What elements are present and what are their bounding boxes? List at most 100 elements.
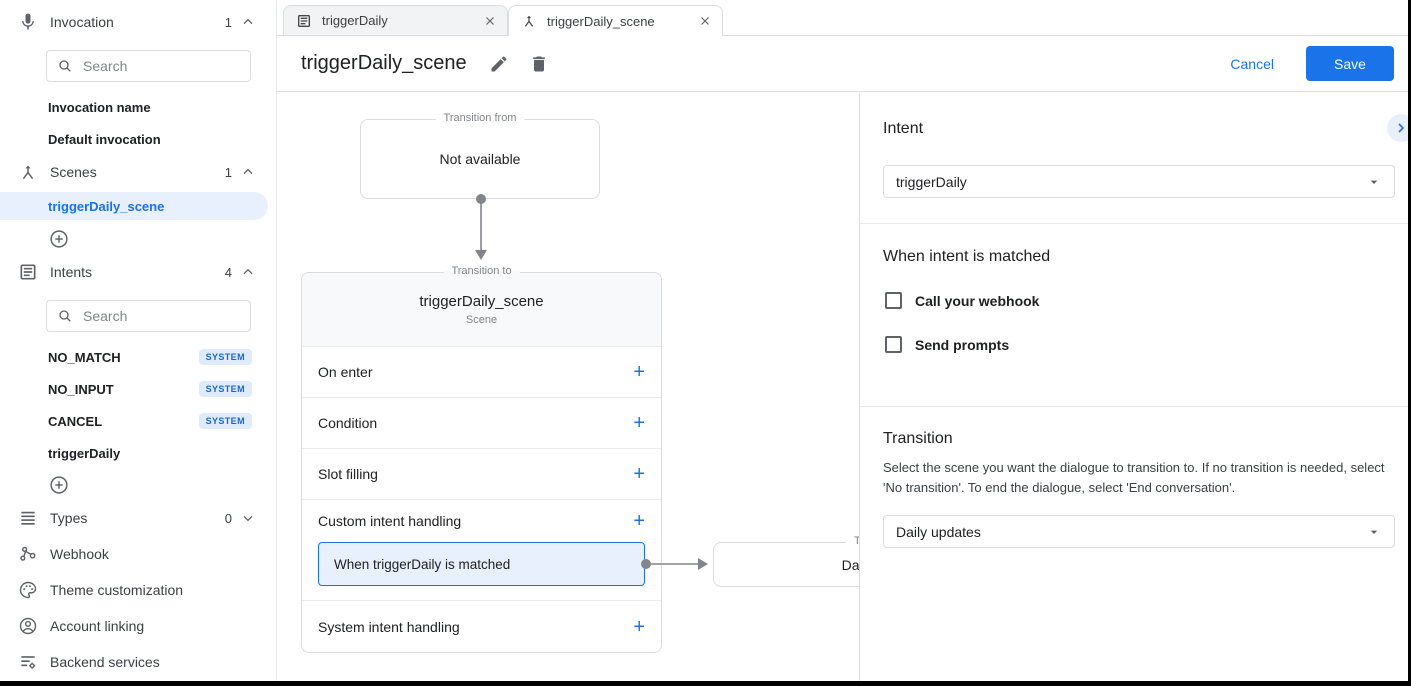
tab-label: triggerDaily: [322, 13, 388, 28]
transition-heading: Transition: [883, 430, 953, 447]
send-prompts-checkbox-row[interactable]: Send prompts: [885, 336, 1009, 353]
intents-search-input[interactable]: [83, 308, 240, 324]
link-label: Backend services: [50, 654, 160, 670]
add-icon[interactable]: +: [633, 615, 645, 638]
row-slot-filling[interactable]: Slot filling +: [302, 449, 661, 500]
transition-select-value: Daily updates: [896, 523, 981, 540]
row-label: Custom intent handling: [318, 513, 462, 529]
add-icon[interactable]: +: [633, 463, 645, 485]
row-label: Condition: [318, 415, 378, 431]
item-label: NO_MATCH: [48, 349, 121, 365]
intent-select[interactable]: triggerDaily: [883, 165, 1395, 198]
collapse-panel-button[interactable]: [1387, 114, 1411, 142]
item-label: Invocation name: [48, 99, 151, 115]
sidebar-section-intents[interactable]: Intents 4: [0, 258, 276, 286]
call-webhook-checkbox-row[interactable]: Call your webhook: [885, 292, 1039, 309]
sidebar-section-types[interactable]: Types 0: [0, 504, 276, 532]
intents-icon: [18, 262, 38, 282]
chevron-up-icon: [240, 14, 256, 30]
delete-icon[interactable]: [529, 54, 549, 74]
sidebar-item-no-input[interactable]: NO_INPUT SYSTEM: [0, 376, 276, 402]
checkbox-unchecked[interactable]: [885, 336, 902, 353]
edit-icon[interactable]: [489, 54, 509, 74]
system-badge: SYSTEM: [198, 381, 252, 397]
sidebar-item-backend-services[interactable]: Backend services: [0, 648, 276, 676]
link-label: Theme customization: [50, 582, 184, 598]
sidebar-item-triggerdaily-scene[interactable]: triggerDaily_scene: [0, 192, 276, 220]
section-label: Scenes: [50, 164, 97, 180]
close-icon[interactable]: [483, 14, 497, 28]
intent-panel: Intent triggerDaily When intent is match…: [860, 93, 1411, 681]
sidebar-item-invocation-name[interactable]: Invocation name: [0, 94, 276, 120]
row-label: On enter: [318, 364, 373, 380]
checkbox-label: Send prompts: [915, 336, 1010, 353]
transition-select[interactable]: Daily updates: [883, 515, 1395, 548]
add-icon[interactable]: +: [633, 412, 645, 434]
tab-label: triggerDaily_scene: [547, 13, 655, 29]
palette-icon: [18, 580, 38, 600]
row-on-enter[interactable]: On enter +: [302, 347, 661, 398]
tab-strip: triggerDaily triggerDaily_scene: [277, 0, 1408, 36]
sidebar-item-triggerdaily[interactable]: triggerDaily: [0, 440, 276, 466]
scene-node-header: triggerDaily_scene Scene: [302, 273, 661, 347]
intents-search: [46, 300, 251, 332]
sidebar-item-theme-customization[interactable]: Theme customization: [0, 576, 276, 604]
caret-down-icon: [1366, 174, 1382, 190]
row-system-intent-handling[interactable]: System intent handling +: [302, 601, 661, 652]
scene-canvas[interactable]: Transition from Not available Transition…: [277, 93, 860, 681]
page-title: triggerDaily_scene: [301, 52, 467, 74]
sidebar: Invocation 1 Invocation name Default inv…: [0, 0, 277, 681]
row-label: System intent handling: [318, 618, 460, 635]
intent-handler-selected[interactable]: When triggerDaily is matched: [318, 542, 645, 586]
close-icon[interactable]: [698, 14, 712, 28]
sidebar-item-default-invocation[interactable]: Default invocation: [0, 126, 276, 152]
add-icon[interactable]: +: [633, 361, 645, 383]
search-icon: [57, 308, 73, 324]
window-frame-bottom: [0, 681, 1411, 686]
section-count: 4: [224, 264, 232, 280]
save-button[interactable]: Save: [1306, 46, 1394, 81]
node-legend: Transition to: [443, 265, 520, 277]
sidebar-item-account-linking[interactable]: Account linking: [0, 612, 276, 640]
item-label: NO_INPUT: [48, 381, 114, 397]
checkbox-unchecked[interactable]: [885, 292, 902, 309]
sidebar-item-cancel[interactable]: CANCEL SYSTEM: [0, 408, 276, 434]
scenes-icon: [18, 162, 38, 182]
section-count: 0: [224, 510, 232, 526]
transition-description: Select the scene you want the dialogue t…: [883, 460, 1385, 495]
divider: [860, 223, 1408, 224]
row-custom-intent-handling: Custom intent handling + When triggerDai…: [302, 500, 661, 601]
add-icon[interactable]: +: [633, 510, 645, 532]
invocation-search: [46, 50, 251, 82]
system-badge: SYSTEM: [198, 413, 252, 429]
item-label: Default invocation: [48, 131, 161, 147]
node-legend: Transition to: [845, 535, 859, 547]
chevron-down-icon: [240, 510, 256, 526]
section-label: Types: [50, 510, 88, 526]
row-condition[interactable]: Condition +: [302, 398, 661, 449]
backend-services-icon: [18, 652, 38, 672]
tab-triggerdaily[interactable]: triggerDaily: [283, 5, 508, 35]
add-intent-button[interactable]: [48, 474, 70, 496]
transition-target-node[interactable]: Transition to Daily updates: [713, 535, 859, 587]
header-bar: triggerDaily_scene Cancel Save: [277, 36, 1408, 92]
invocation-search-input[interactable]: [83, 58, 240, 74]
intent-select-value: triggerDaily: [896, 173, 967, 190]
add-scene-button[interactable]: [48, 228, 70, 250]
tab-triggerdaily-scene[interactable]: triggerDaily_scene: [508, 5, 723, 36]
sidebar-section-scenes[interactable]: Scenes 1: [0, 158, 276, 186]
section-label: Invocation: [50, 14, 114, 30]
link-label: Account linking: [50, 618, 145, 634]
scene-node[interactable]: Transition to triggerDaily_scene Scene O…: [301, 265, 662, 653]
transition-from-body: Not available: [439, 151, 521, 167]
cancel-button[interactable]: Cancel: [1230, 55, 1274, 72]
webhook-icon: [18, 544, 38, 564]
selected-scene-label: triggerDaily_scene: [48, 198, 165, 214]
sidebar-item-no-match[interactable]: NO_MATCH SYSTEM: [0, 344, 276, 370]
row-label: Slot filling: [318, 466, 378, 482]
transition-from-node[interactable]: Transition from Not available: [360, 112, 600, 199]
scene-node-subtitle: Scene: [465, 314, 498, 326]
sidebar-section-invocation[interactable]: Invocation 1: [0, 8, 276, 36]
sidebar-item-webhook[interactable]: Webhook: [0, 540, 276, 568]
divider: [860, 406, 1408, 407]
